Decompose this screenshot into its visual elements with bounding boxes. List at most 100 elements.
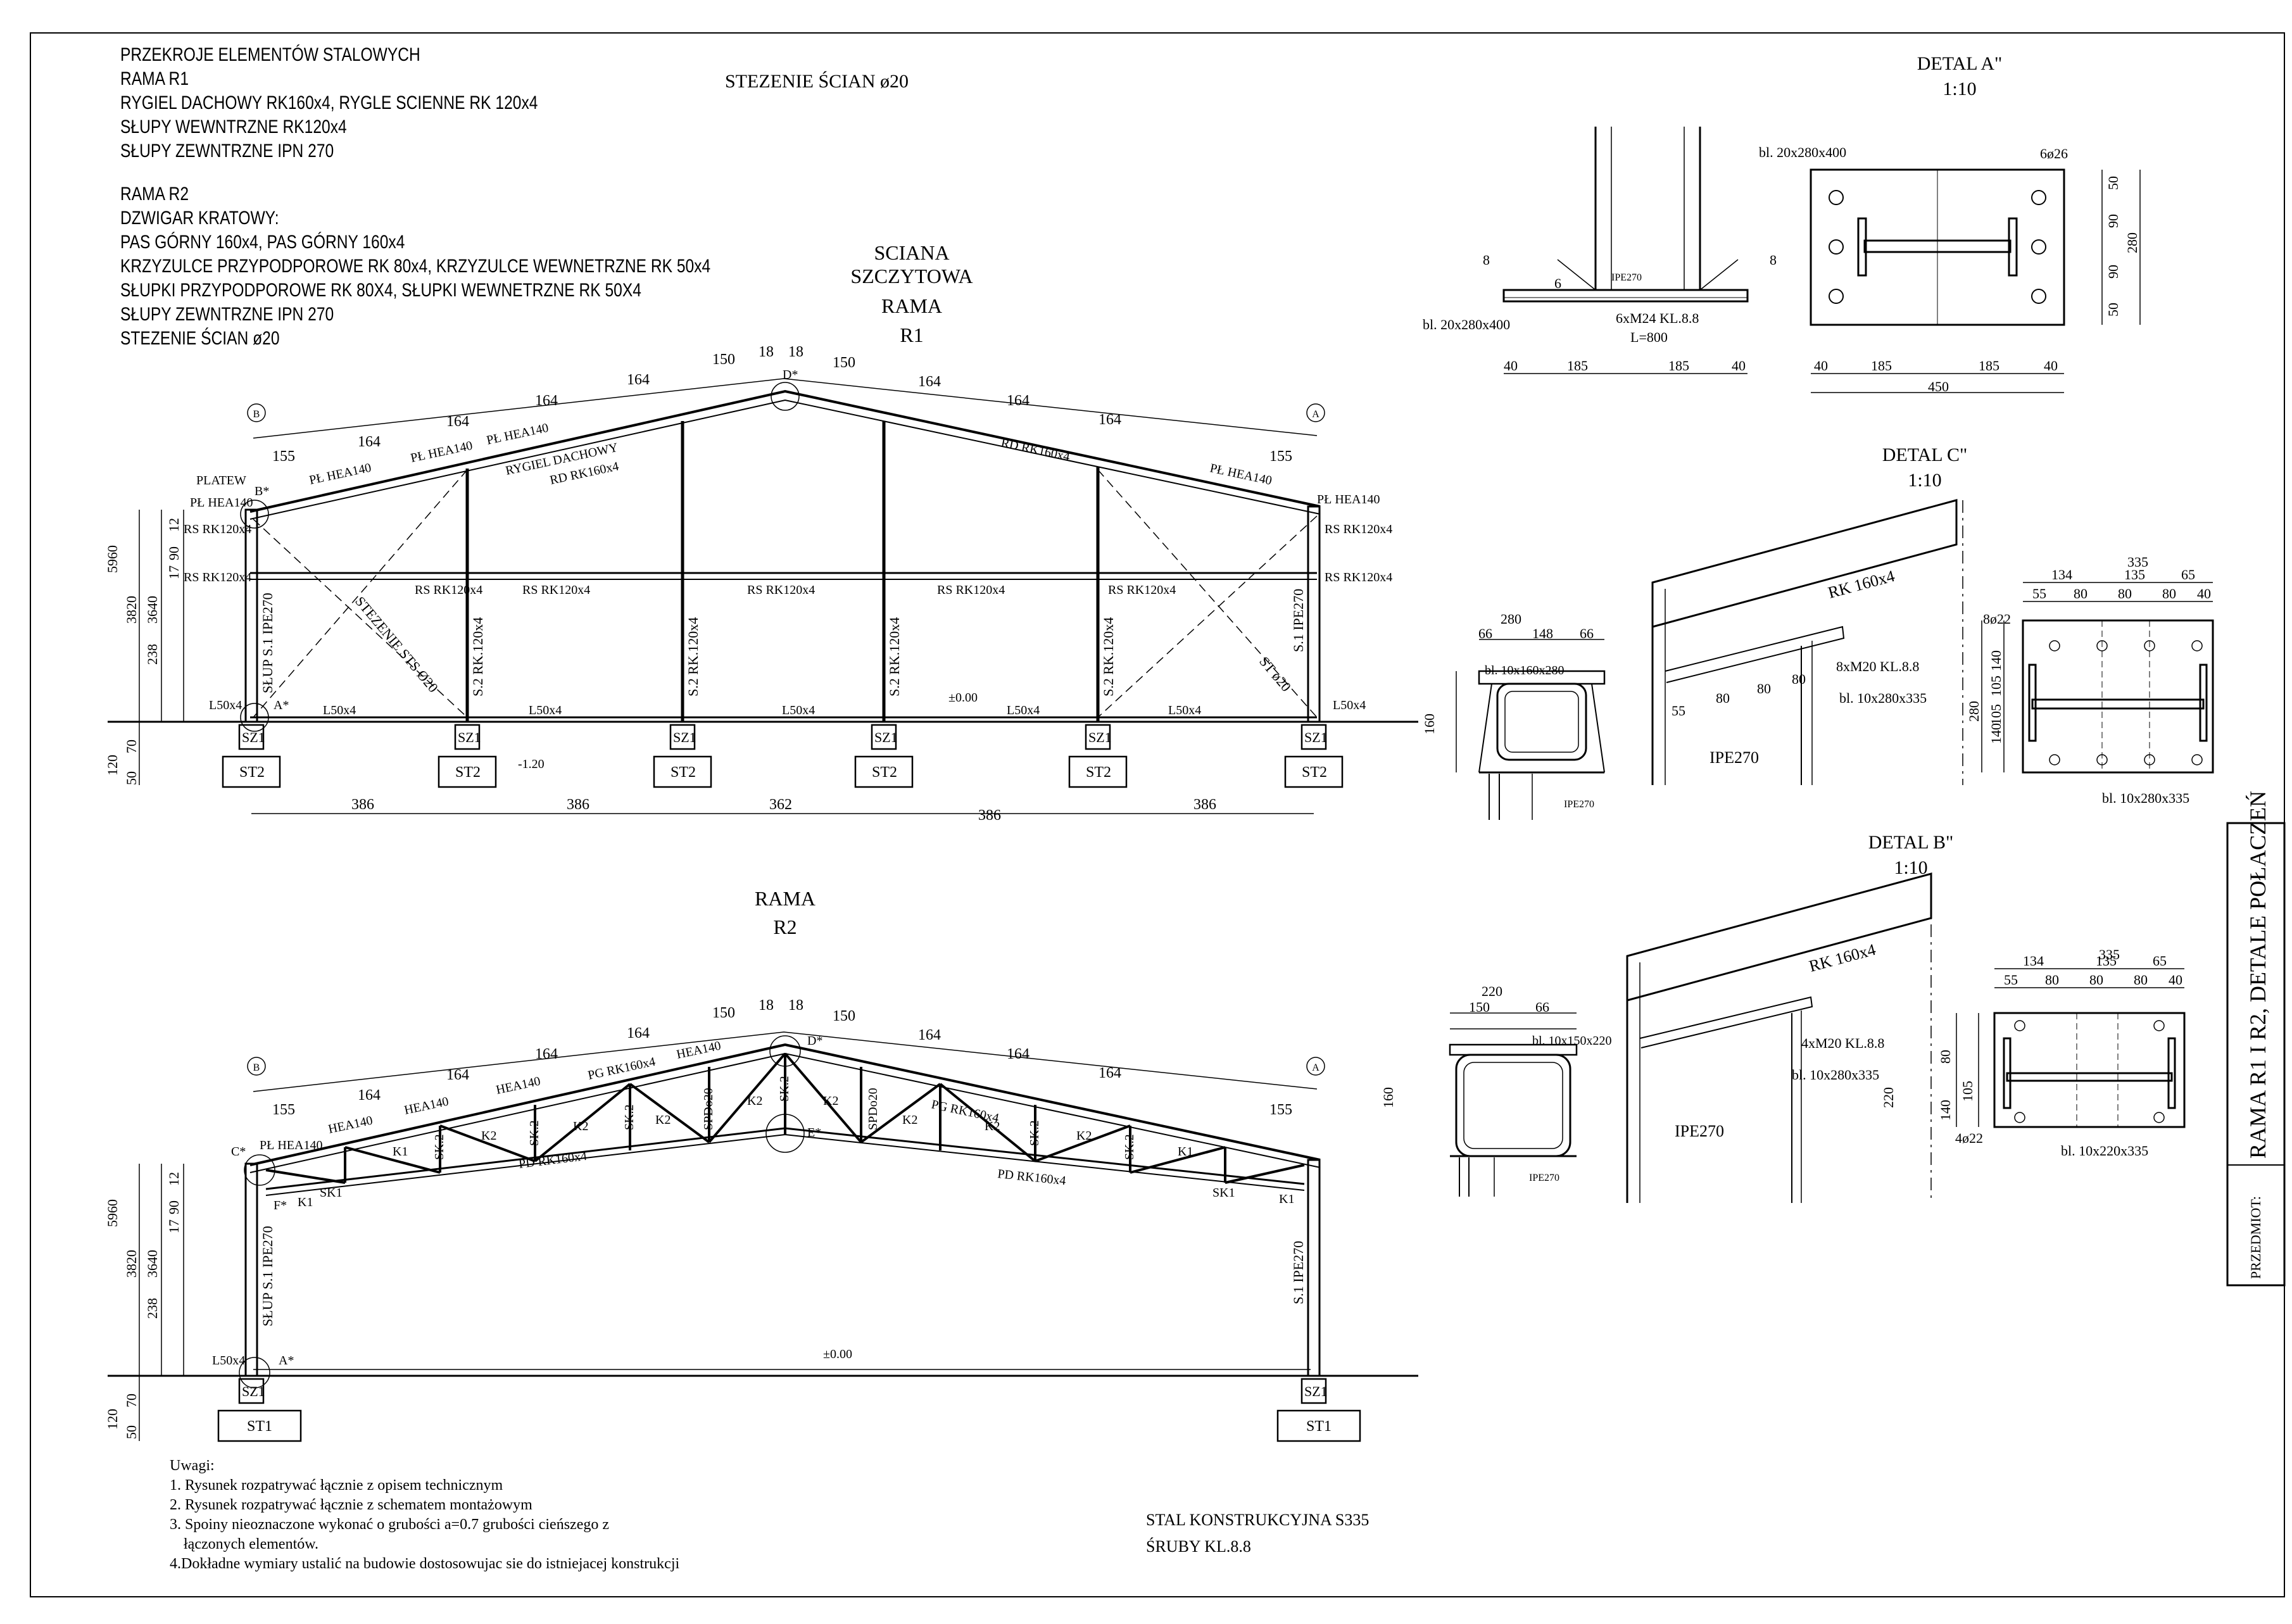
r1-top-dims: 155 164 164 164 164 150 18 18 150 164 16…	[272, 344, 1292, 465]
svg-text:55: 55	[2004, 972, 2018, 988]
detail-a-plate-top: bl. 20x280x400	[1759, 144, 1846, 160]
svg-text:238: 238	[144, 644, 160, 665]
detail-a-holes: 6ø26	[2040, 146, 2068, 161]
label-rs: RS RK120x4	[415, 583, 482, 597]
detail-a-labels: bl. 20x280x400 bl. 20x280x400 6ø26 IPE27…	[1423, 144, 2140, 394]
label-rs: RS RK120x4	[522, 583, 590, 597]
label-rs: RS RK120x4	[1325, 570, 1392, 584]
svg-text:155: 155	[1269, 448, 1292, 465]
point-d: D*	[783, 368, 798, 382]
r2-detail-marker-d	[769, 1035, 801, 1067]
svg-text:5960: 5960	[104, 1199, 120, 1227]
svg-text:105: 105	[1988, 704, 2004, 725]
label-slup-left: SŁUP S.1 IPE270	[260, 593, 275, 693]
svg-text:SK1: SK1	[1212, 1186, 1235, 1200]
r1-title-4: R1	[900, 324, 923, 346]
svg-text:12: 12	[166, 1172, 182, 1186]
point-d: D*	[807, 1034, 822, 1048]
anchor-holes	[1829, 190, 2046, 304]
svg-text:164: 164	[627, 1025, 650, 1042]
detail-c-labels: 280 66 148 66 160 IPE270 RK 160x4 55 80 …	[1421, 554, 2211, 810]
title-block-label: PRZEDMIOT:	[2248, 1196, 2264, 1279]
svg-text:bl. 10x160x280: bl. 10x160x280	[1485, 664, 1565, 677]
r1-rafter-bottom	[249, 399, 1321, 520]
label-pl-hea: PŁ HEA140	[485, 421, 550, 448]
svg-text:SK.2: SK.2	[778, 1076, 791, 1102]
svg-text:185: 185	[1871, 358, 1892, 374]
r1-labels: B A PLATEW PŁ HEA140 RS RK120x4 RS RK120…	[104, 344, 1392, 824]
detail-b: DETAL B" 1:10	[1449, 832, 2186, 1203]
svg-text:bl. 10x280x335: bl. 10x280x335	[1839, 690, 1927, 706]
detail-a-scale: 1:10	[1943, 79, 1976, 99]
svg-text:K2: K2	[1076, 1129, 1092, 1143]
svg-text:80: 80	[2134, 972, 2148, 988]
detail-a-weld: 8	[1770, 252, 1777, 268]
svg-text:bl. 10x280x335: bl. 10x280x335	[2102, 790, 2189, 806]
svg-text:K2: K2	[823, 1094, 838, 1108]
r1-title-1: SCIANA	[874, 241, 949, 264]
svg-text:80: 80	[1757, 681, 1771, 696]
svg-text:SPDo20: SPDo20	[702, 1088, 715, 1130]
svg-text:160: 160	[1421, 714, 1437, 734]
axis-label-a: A	[1312, 1062, 1319, 1073]
svg-text:ST2: ST2	[455, 764, 481, 781]
svg-text:8ø22: 8ø22	[1983, 611, 2011, 627]
r2-bottom-chord-inner	[265, 1133, 1305, 1196]
svg-text:135: 135	[2096, 953, 2117, 969]
svg-text:SZ1: SZ1	[874, 729, 898, 745]
detail-a-title: DETAL A"	[1917, 53, 2003, 74]
svg-text:386: 386	[351, 796, 374, 813]
r1-title-2: SZCZYTOWA	[850, 265, 973, 287]
svg-text:80: 80	[2045, 972, 2059, 988]
svg-text:66: 66	[1478, 626, 1492, 641]
svg-text:105: 105	[1988, 676, 2004, 696]
svg-text:450: 450	[1928, 379, 1949, 394]
label-platew: PLATEW	[196, 474, 246, 488]
frame-r2: RAMA R2	[108, 887, 1418, 1442]
axis-label-a: A	[1312, 409, 1319, 420]
point-c: C*	[231, 1145, 246, 1159]
svg-text:120: 120	[104, 1409, 120, 1430]
label-level: ±0.00	[823, 1347, 852, 1361]
spec-line: STEZENIE ŚCIAN ø20	[120, 328, 280, 349]
r2-st1: ST1	[1306, 1418, 1332, 1435]
bolt-holes	[2049, 640, 2203, 765]
r2-detail-marker-e	[765, 1114, 805, 1153]
steel-line: ŚRUBY KL.8.8	[1146, 1537, 1251, 1556]
r1-header: STEZENIE ŚCIAN ø20	[725, 71, 909, 92]
svg-text:80: 80	[2074, 586, 2087, 601]
r2-sz1: SZ1	[242, 1383, 265, 1399]
svg-text:140: 140	[1988, 723, 2004, 744]
point-f: F*	[274, 1199, 287, 1212]
spec-line: SŁUPKI PRZYPODPOROWE RK 80X4, SŁUPKI WEW…	[120, 280, 641, 301]
svg-text:105: 105	[1960, 1081, 1975, 1102]
svg-text:55: 55	[1672, 703, 1685, 719]
svg-text:280: 280	[1966, 701, 1982, 722]
svg-text:65: 65	[2181, 567, 2195, 582]
label-pd: PD RK160x4	[518, 1149, 588, 1171]
r2-left-dim-lines	[139, 1164, 184, 1441]
svg-text:4xM20 KL.8.8: 4xM20 KL.8.8	[1801, 1035, 1884, 1051]
label-pl-hea: PŁ HEA140	[190, 496, 253, 510]
svg-text:66: 66	[1535, 999, 1549, 1015]
svg-text:65: 65	[2153, 953, 2167, 969]
svg-text:140: 140	[1988, 650, 2004, 671]
svg-text:164: 164	[627, 372, 650, 388]
steel-spec: STAL KONSTRUKCYJNA S335 ŚRUBY KL.8.8	[1146, 1507, 1369, 1560]
svg-text:80: 80	[1937, 1050, 1953, 1064]
detail-c-title: DETAL C"	[1882, 444, 1968, 465]
spec-line: SŁUPY WEWNTRZNE RK120x4	[120, 116, 347, 137]
detail-c-scale: 1:10	[1908, 470, 1941, 491]
svg-text:164: 164	[358, 434, 381, 450]
svg-text:K1: K1	[1279, 1192, 1294, 1206]
note-item: 4.Dokładne wymiary ustalić na budowie do…	[170, 1556, 680, 1572]
detail-a-anchors: 6xM24 KL.8.8	[1616, 310, 1699, 326]
svg-text:155: 155	[272, 448, 295, 465]
svg-text:bl. 10x150x220: bl. 10x150x220	[1532, 1034, 1612, 1048]
svg-text:164: 164	[446, 413, 469, 430]
svg-text:90: 90	[166, 1200, 182, 1214]
svg-text:IPE270: IPE270	[1710, 748, 1759, 767]
svg-text:220: 220	[1880, 1087, 1896, 1108]
